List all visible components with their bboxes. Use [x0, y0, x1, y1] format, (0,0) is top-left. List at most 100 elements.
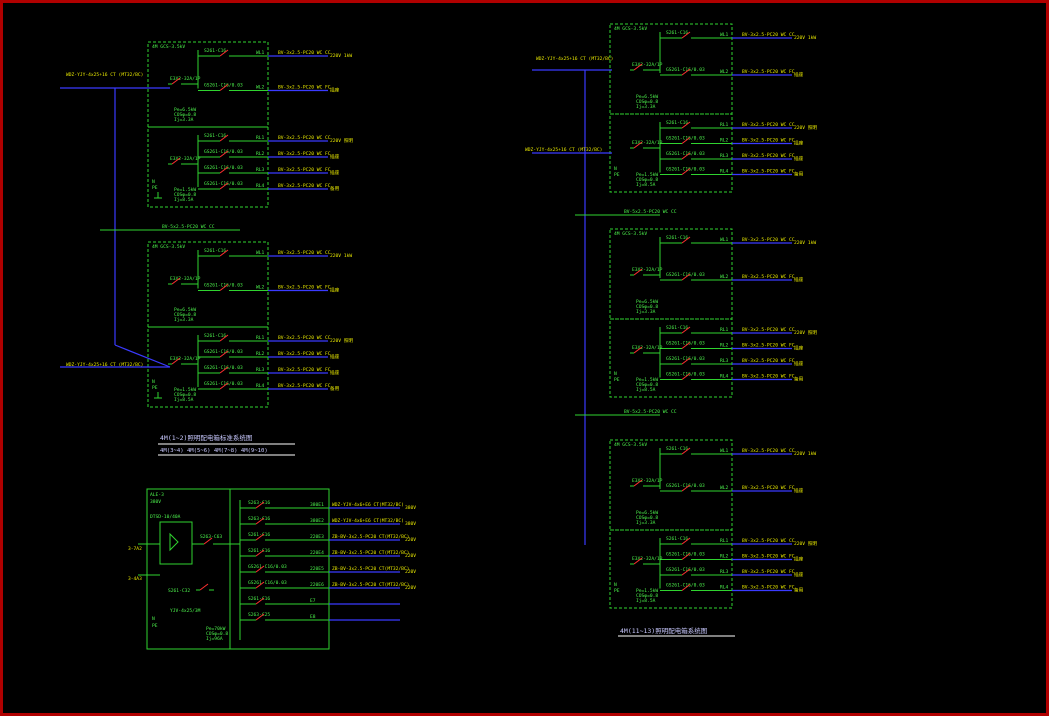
left-top-b-load-3: 备用 — [330, 185, 340, 192]
left-top-a-dev-0: S261-C16 — [204, 48, 226, 54]
right-3-b-breaker-0 — [681, 537, 691, 545]
right-3-a-dev-0: S261-C16 — [666, 446, 688, 452]
right-2-a-dev-1: GS261-C16/0.03 — [666, 272, 705, 278]
left-top-b-load-2: 插座 — [330, 169, 340, 176]
mains-param-2: Ij=96A — [206, 636, 223, 642]
left-top-b-breaker-2 — [219, 166, 229, 174]
mains-cable-label-3: ZB-BV-3x2.5-PC20 CT(MT32/BC) — [332, 550, 409, 556]
left-bottom-b-load-3: 备用 — [330, 385, 340, 392]
left-bottom-b-code-0: RL1 — [256, 335, 265, 341]
right-2-b-breaker-1 — [681, 342, 691, 349]
right-3-b-mainbreaker — [633, 557, 643, 565]
right-1-n: N — [614, 166, 617, 172]
right-3-b-load-2: 插座 — [794, 571, 804, 578]
right-3-a-header: 4M GCS-3.5kV — [614, 442, 647, 448]
mains-dev-4: GS261-C16/0.03 — [248, 564, 287, 570]
right-1-pe: PE — [614, 172, 620, 178]
right-2-b-cable-label-3: BV-3x2.5-PC20 WC FC — [742, 374, 795, 380]
right-2-b-box — [609, 318, 733, 398]
right-1-b-dev-0: S261-C16 — [666, 120, 688, 126]
right-3-b-dev-1: GS261-C16/0.03 — [666, 552, 705, 558]
right-2-b-param-0: Pe=1.5kW — [636, 377, 658, 383]
right-1-b-breaker-2 — [681, 152, 691, 160]
right-1-a-dev-1: GS261-C16/0.03 — [666, 67, 705, 73]
left-bottom-b-breaker-1 — [219, 350, 229, 358]
right-2-b-cable-label-0: BV-3x2.5-PC20 WC CC — [742, 327, 795, 333]
right-1-a-cable-label-1: BV-3x2.5-PC20 WC FC — [742, 69, 795, 75]
left-top-pe: PE — [152, 185, 158, 191]
right-bus-1-label: BV-5x2.5-PC20 WC CC — [624, 209, 677, 215]
left-bottom-b-dev-1: GS261-C16/0.03 — [204, 349, 243, 355]
right-1-b-cable-label-1: BV-3x2.5-PC20 WC FC — [742, 138, 795, 144]
left-bottom-a-cable-label-0: BV-3x2.5-PC20 WC CC — [278, 250, 331, 256]
right-2-a-cable-label-1: BV-3x2.5-PC20 WC FC — [742, 274, 795, 280]
left-bottom-b-load-0: 220V 照明 — [330, 338, 353, 344]
mains-dev-0: S263-C16 — [248, 500, 270, 506]
right-1-b-cable-label-3: BV-3x2.5-PC20 WC FC — [742, 169, 795, 175]
left-bottom-pe: PE — [152, 385, 158, 391]
right-1-a-param-1: COSφ=0.8 — [636, 99, 658, 105]
mains-second-breaker-label: S261-C32 — [168, 588, 190, 594]
right-1-b-breaker-3 — [681, 168, 691, 175]
right-3-b-dev-0: S261-C16 — [666, 536, 688, 542]
mains-incoming-1: 3-7A2 — [128, 546, 142, 552]
right-2-a-code-0: WL1 — [720, 237, 729, 243]
left-bottom-b-cable-label-3: BV-3x2.5-PC20 WC FC — [278, 383, 331, 389]
right-2-b-load-3: 备用 — [794, 376, 804, 383]
mains-cable-label-0: WDZ-YJV-4x6+E6 CT(MT32/BC) — [332, 502, 404, 508]
left-bottom-a-load-1: 插座 — [330, 287, 340, 294]
right-1-b-load-3: 备用 — [794, 171, 804, 178]
left-bottom-n: N — [152, 379, 155, 385]
left-bottom-b-breaker-3 — [219, 382, 229, 390]
mains-dev-2: S261-C16 — [248, 532, 270, 538]
mains-code-4: 220E5 — [310, 566, 324, 572]
right-2-b-load-0: 220V 照明 — [794, 330, 817, 336]
left-riser-diag — [114, 344, 171, 368]
right-3-b-cable-label-3: BV-3x2.5-PC20 WC FC — [742, 585, 795, 591]
left-bottom-a-cable-label-1: BV-3x2.5-PC20 WC FC — [278, 285, 331, 291]
mains-load-0: 380V — [405, 505, 416, 511]
right-3-b-cable-label-2: BV-3x2.5-PC20 WC FC — [742, 569, 795, 575]
right-3-b-load-0: 220V 照明 — [794, 541, 817, 547]
right-2-a-mainbreaker — [633, 268, 643, 276]
left-top-b-dev-1: GS261-C16/0.03 — [204, 149, 243, 155]
right-3-b-code-3: RL4 — [720, 585, 729, 591]
right-2-b-dev-1: GS261-C16/0.03 — [666, 341, 705, 347]
left-bottom-b-load-2: 插座 — [330, 369, 340, 376]
right-2-b-breaker-0 — [681, 326, 691, 334]
right-3-a-code-0: WL1 — [720, 448, 729, 454]
right-3-b-load-3: 备用 — [794, 587, 804, 594]
left-top-a-load-1: 插座 — [330, 87, 340, 94]
left-top-a-load-0: 220V 1kW — [330, 53, 352, 59]
right-2-a-param-0: Pe=6.5kW — [636, 299, 658, 305]
right-3-b-param-0: Pe=1.5kW — [636, 588, 658, 594]
left-diagram-subtitle: 4M(3~4) 4M(5~6) 4M(7~8) 4M(9~10) — [160, 448, 268, 454]
left-top-b-main: E3X2-32A/1P — [170, 156, 201, 162]
right-1-b-load-2: 插座 — [794, 155, 804, 162]
right-3-b-box — [609, 529, 733, 609]
left-bottom-b-cable-label-2: BV-3x2.5-PC20 WC FC — [278, 367, 331, 373]
left-bottom-a-param-2: Ij=3.3A — [174, 317, 194, 323]
mains-meter-label: DTSD-10/40A — [150, 514, 181, 520]
right-2-b-code-2: RL3 — [720, 358, 729, 364]
left-top-a-breaker-1 — [219, 84, 229, 91]
mains-breaker-6 — [255, 597, 265, 605]
right-1-b-dev-3: GS261-C16/0.03 — [666, 167, 705, 173]
right-2-b-dev-0: S261-C16 — [666, 325, 688, 331]
right-1-a-code-0: WL1 — [720, 32, 729, 38]
mains-incoming-2: 3-4A3 — [128, 576, 142, 582]
right-3-b-breaker-3 — [681, 584, 691, 591]
right-2-a-cable-label-0: BV-3x2.5-PC20 WC CC — [742, 237, 795, 243]
right-3-a-param-1: COSφ=0.8 — [636, 515, 658, 521]
left-top-a-param-1: COSφ=0.8 — [174, 112, 196, 118]
left-bottom-a-mainbreaker — [171, 277, 181, 285]
right-feeder-1-label: WDZ-YJY-4x25+16 CT (MT32/BC) — [536, 56, 613, 62]
mains-meter-box — [159, 521, 193, 565]
right-3-a-mainbreaker — [633, 479, 643, 487]
mains-title: ALE-3 — [150, 492, 164, 498]
left-bottom-b-code-2: RL3 — [256, 367, 265, 373]
left-bottom-b-dev-0: S261-C16 — [204, 333, 226, 339]
right-3-a-main: E3X2-32A/1P — [632, 478, 663, 484]
right-1-a-param-2: Ij=3.3A — [636, 104, 656, 110]
